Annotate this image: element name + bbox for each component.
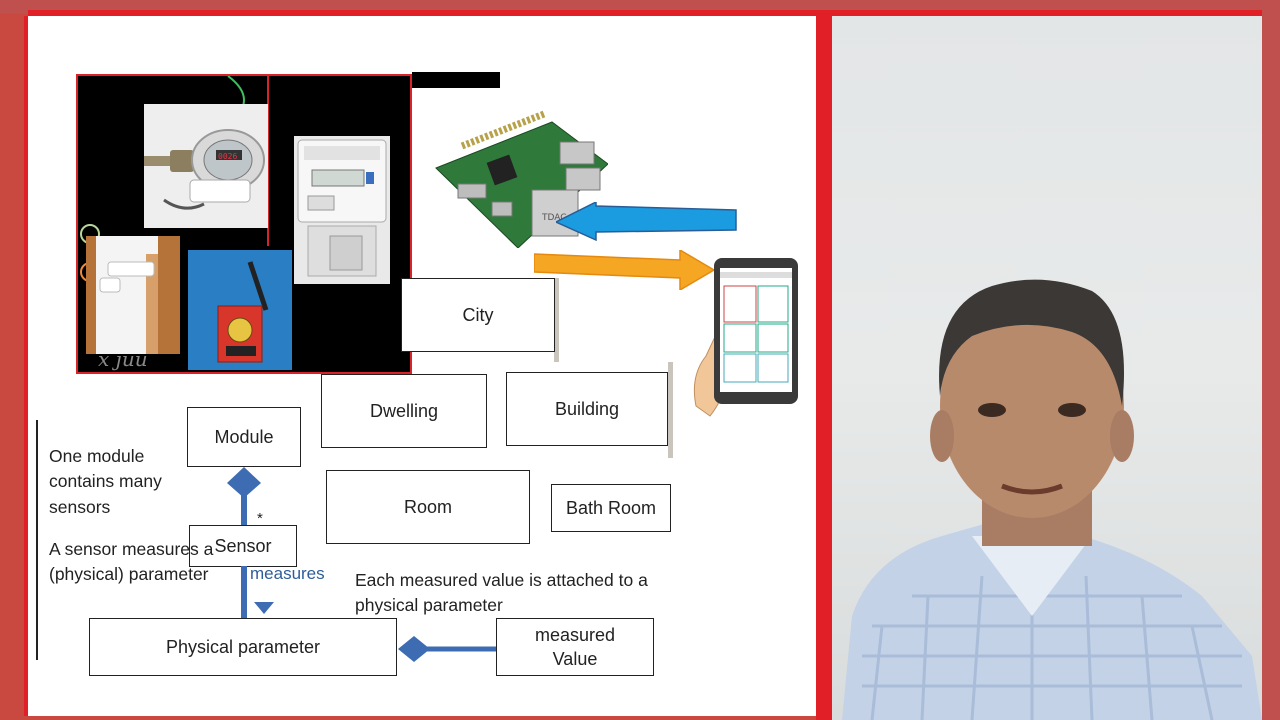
orange-arrow [534,250,714,290]
city-label: City [462,304,494,325]
sensor-label: Sensor [214,535,272,556]
slide-canvas: x juu 0026 [24,16,820,716]
separator-line-2 [668,362,673,458]
dwelling-box: Dwelling [321,374,487,448]
sensor-note: A sensor measures a (physical) parameter [49,539,214,585]
module-box: Module [187,407,301,467]
bath-room-label: Bath Room [565,497,657,518]
right-frame-bar [1262,10,1280,720]
meter-display: 0026 [218,152,237,161]
measures-direction-triangle [254,602,274,614]
presenter-video [832,16,1262,720]
room-box: Room [326,470,530,544]
red-divider [816,10,832,720]
dwelling-label: Dwelling [369,400,439,421]
raspberry-pi-photo: TDAC [432,102,609,249]
physical-parameter-box: Physical parameter [89,618,397,676]
uml-connectors [227,467,496,662]
building-box: Building [506,372,668,446]
top-accent-line [28,10,1264,16]
room-label: Room [403,496,452,517]
blueprint-label-strip [412,72,500,88]
city-box: City [401,278,555,352]
bath-room-box: Bath Room [551,484,671,532]
composition-diamond-module [227,467,261,498]
presenter-figure [842,279,1262,720]
measured-value-label: measured Value [534,624,616,669]
ethernet-jack-label: TDAC [541,213,567,223]
physical-parameter-label: Physical parameter [165,636,321,657]
composition-diamond-parameter [398,636,430,662]
water-meter-photo: 0026 [144,104,268,228]
module-label: Module [214,426,274,447]
measured-value-box: measured Value [496,618,654,676]
separator-line-1 [554,278,559,362]
door-sensor-photo [86,236,180,354]
measures-label: measures [250,564,325,583]
building-label: Building [554,398,620,419]
value-note: Each measured value is attached to a phy… [355,570,648,616]
module-note: One module contains many sensors [49,446,162,517]
radio-module-photo [188,250,292,370]
blue-arrow [556,202,737,242]
left-bracket [36,420,38,660]
electricity-meter-photo [294,136,390,284]
multiplicity-label: * [257,510,263,527]
sensor-box: Sensor [189,525,297,567]
smartphone-photo [693,258,798,417]
